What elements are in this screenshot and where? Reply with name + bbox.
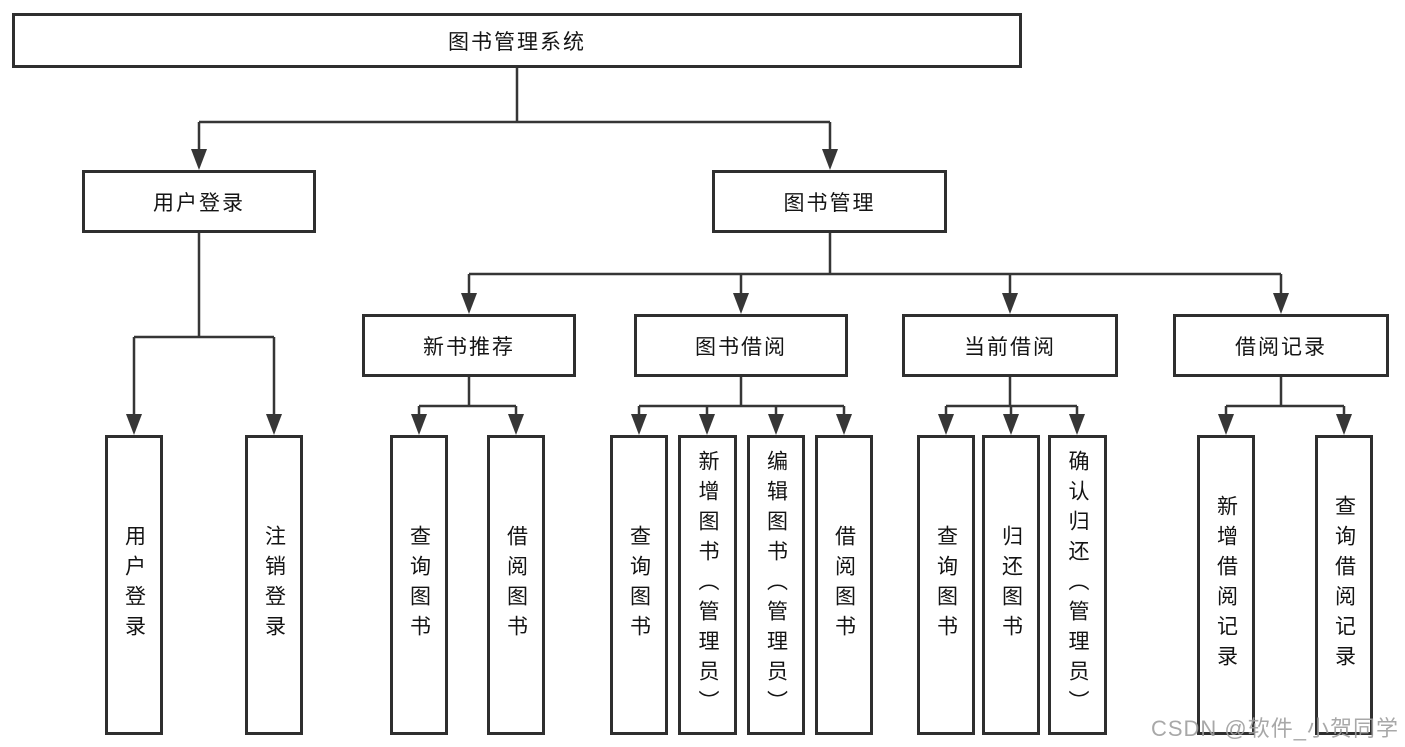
- leaf-logout: 注销登录: [245, 435, 303, 735]
- arrowheads: [126, 149, 1352, 435]
- node-label: 图书借阅: [695, 335, 787, 359]
- node-current-borrow: 当前借阅: [902, 314, 1118, 377]
- csdn-watermark: CSDN @软件_小贺同学: [1150, 716, 1399, 741]
- node-label: 新书推荐: [423, 335, 515, 359]
- node-label: 图书管理系统: [448, 30, 586, 54]
- node-label: 借阅记录: [1235, 335, 1327, 359]
- leaf-search-books-borrow: 查询图书: [610, 435, 668, 735]
- leaf-search-books-recommend: 查询图书: [390, 435, 448, 735]
- node-label: 归还图书: [999, 525, 1023, 645]
- node-label: 用户登录: [122, 525, 146, 645]
- node-label: 确认归还（管理员）: [1066, 450, 1089, 720]
- node-library-management-system: 图书管理系统: [12, 13, 1022, 68]
- node-label: 当前借阅: [964, 335, 1056, 359]
- node-label: 借阅图书: [504, 525, 528, 645]
- node-label: 新增图书（管理员）: [696, 450, 719, 720]
- node-book-borrow: 图书借阅: [634, 314, 848, 377]
- node-label: 查询借阅记录: [1332, 495, 1356, 675]
- leaf-edit-books-admin: 编辑图书（管理员）: [747, 435, 805, 735]
- node-user-login: 用户登录: [82, 170, 316, 233]
- leaf-borrow-books-recommend: 借阅图书: [487, 435, 545, 735]
- node-label: 图书管理: [783, 191, 876, 215]
- leaf-search-books-current: 查询图书: [917, 435, 975, 735]
- leaf-confirm-return-admin: 确认归还（管理员）: [1048, 435, 1107, 735]
- node-label: 新增借阅记录: [1214, 495, 1238, 675]
- node-label: 查询图书: [934, 525, 958, 645]
- edge-lines: [132, 68, 1346, 417]
- leaf-return-books: 归还图书: [982, 435, 1040, 735]
- leaf-borrow-books: 借阅图书: [815, 435, 873, 735]
- node-label: 借阅图书: [832, 525, 856, 645]
- node-label: 查询图书: [627, 525, 651, 645]
- node-new-book-recommend: 新书推荐: [362, 314, 576, 377]
- leaf-add-books-admin: 新增图书（管理员）: [678, 435, 737, 735]
- leaf-add-borrow-record: 新增借阅记录: [1197, 435, 1255, 735]
- node-book-management: 图书管理: [712, 170, 947, 233]
- node-label: 查询图书: [407, 525, 431, 645]
- node-label: 编辑图书（管理员）: [764, 450, 788, 720]
- leaf-user-login: 用户登录: [105, 435, 163, 735]
- node-label: 注销登录: [262, 525, 286, 645]
- node-label: 用户登录: [153, 191, 245, 215]
- node-borrow-records: 借阅记录: [1173, 314, 1389, 377]
- leaf-search-borrow-record: 查询借阅记录: [1315, 435, 1373, 735]
